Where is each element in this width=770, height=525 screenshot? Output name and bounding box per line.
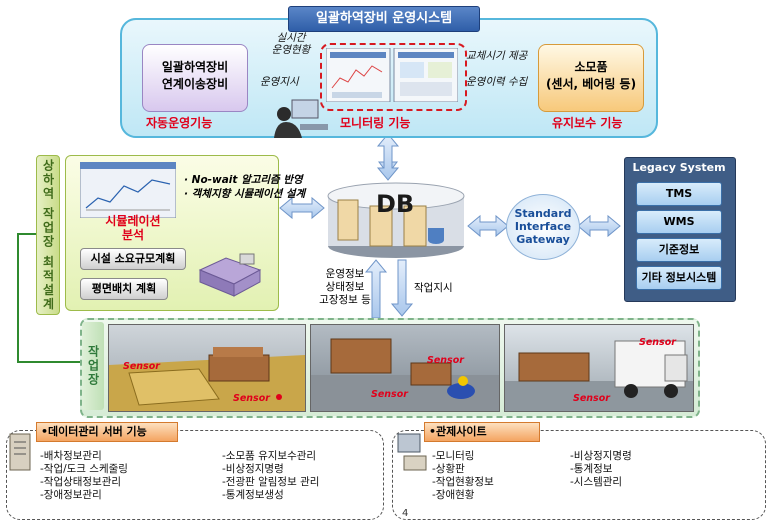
list-item: -비상정지명령: [222, 463, 284, 475]
gateway-ellipse: Standard Interface Gateway: [506, 194, 580, 260]
work-order-label: 작업지시: [414, 282, 453, 294]
list-item: -작업상태정보관리: [40, 476, 122, 488]
workplace-photo-3: Sensor Sensor: [504, 324, 694, 412]
list-item: -작업현황정보: [432, 476, 494, 488]
realtime-line2: 운영현황: [271, 44, 311, 56]
gateway-line1: Standard: [514, 207, 572, 220]
equipment-3d-icon: [198, 253, 262, 297]
db-info-text: 운영정보 상태정보 고장정보 등: [312, 268, 378, 307]
server-icon: [9, 433, 31, 471]
info-line2: 상태정보: [325, 281, 365, 293]
list-item: -상황판: [432, 463, 465, 475]
list-item: -시스템관리: [570, 476, 623, 488]
parts-box-line2: (센서, 베어링 등): [545, 77, 637, 91]
arrow-down-order: [390, 259, 414, 317]
server-list-2: -소모품 유지보수관리 -비상정지명령 -전광판 알림정보 관리 -통계정보생성: [222, 450, 319, 502]
arrow-label-history: 운영이력 수집: [466, 76, 528, 88]
control-header: •관제사이트: [424, 422, 540, 442]
arrow-gateway-legacy: [577, 214, 621, 238]
list-item: -통계정보: [570, 463, 613, 475]
monitor-screens: [326, 48, 458, 102]
parts-box: 소모품 (센서, 베어링 등): [538, 44, 644, 112]
sim-line1: 시뮬레이션: [105, 214, 161, 228]
auto-equipment-box: 일괄하역장비 연계이송장비: [142, 44, 248, 112]
parts-box-line1: 소모품: [574, 60, 608, 74]
info-line1: 운영정보: [325, 268, 365, 280]
list-item: -통계정보생성: [222, 489, 284, 501]
gateway-line3: Gateway: [516, 233, 570, 246]
monitor-dashed-frame: [320, 43, 467, 111]
bullet1-rest: 알고리즘 반영: [237, 174, 303, 186]
monitor-label: 모니터링 기능: [340, 116, 411, 130]
page-title: 일괄하역장비 운영시스템: [288, 6, 480, 32]
info-line3: 고장정보 등: [319, 294, 371, 306]
operator-icon: [274, 99, 328, 138]
auto-box-line1: 일괄하역장비: [161, 60, 229, 74]
gateway-line2: Interface: [514, 220, 572, 233]
server-header: •데이터관리 서버 기능: [36, 422, 178, 442]
arrow-label-order: 운영지시: [260, 76, 299, 88]
sensor-label-1: Sensor: [123, 361, 160, 372]
legacy-item-master: 기준정보: [636, 238, 722, 262]
sensor-label-4: Sensor: [371, 389, 408, 400]
arrow-left-db: [279, 196, 325, 220]
realtime-line1: 실시간: [276, 32, 306, 44]
list-item: -전광판 알림정보 관리: [222, 476, 320, 488]
sensor-label-2: Sensor: [233, 393, 270, 404]
sensor-label-6: Sensor: [573, 393, 610, 404]
warehouse-render-1: [109, 347, 305, 411]
dock-truck-render: [505, 340, 693, 411]
list-item: -장애현황: [432, 489, 475, 501]
control-panel: [392, 430, 766, 520]
list-item: -장애정보관리: [40, 489, 102, 501]
arrow-label-replace: 교체시기 제공: [466, 50, 528, 62]
auto-label: 자동운영기능: [146, 116, 213, 130]
warehouse-render-2: [311, 338, 499, 411]
sensor-label-5: Sensor: [639, 337, 676, 348]
page-number: 4: [402, 508, 409, 519]
db-cylinder: [327, 182, 465, 258]
bullet1-prefix: ·: [184, 174, 192, 186]
green-connector: [17, 233, 80, 363]
list-item: -배차정보관리: [40, 450, 102, 462]
bullet-oop: · 객체지향 시뮬레이션 설계: [184, 188, 306, 200]
arrow-label-realtime: 실시간 운영현황: [266, 32, 316, 56]
workplace-label: 작업장: [82, 322, 104, 410]
sensor-label-3: Sensor: [427, 355, 464, 366]
workplace-photo-1: Sensor Sensor: [108, 324, 306, 412]
control-list-1: -모니터링 -상황판 -작업현황정보 -장애현황: [432, 450, 494, 502]
legacy-item-wms: WMS: [636, 210, 722, 234]
simulation-analysis: 시뮬레이션 분석: [98, 214, 168, 242]
workplace-photo-2: Sensor Sensor: [310, 324, 500, 412]
computer-icon: [397, 433, 427, 471]
db-label: DB: [376, 190, 415, 218]
arrow-db-gateway: [467, 214, 509, 238]
facility-plan-button: 시설 소요규모계획: [80, 248, 186, 270]
server-panel: [6, 430, 384, 520]
list-item: -모니터링: [432, 450, 475, 462]
layout-plan-button: 평면배치 계획: [80, 278, 168, 300]
maint-label: 유지보수 기능: [552, 116, 623, 130]
optimal-design-label: 상하역 작업장 최적설계: [36, 155, 60, 315]
legacy-item-tms: TMS: [636, 182, 722, 206]
list-item: -소모품 유지보수관리: [222, 450, 317, 462]
legacy-item-other: 기타 정보시스템: [636, 266, 722, 290]
auto-box-line2: 연계이송장비: [161, 77, 229, 91]
list-item: -작업/도크 스케줄링: [40, 463, 128, 475]
control-list-2: -비상정지명령 -통계정보 -시스템관리: [570, 450, 632, 489]
legacy-title: Legacy System: [632, 161, 726, 174]
server-list-1: -배차정보관리 -작업/도크 스케줄링 -작업상태정보관리 -장애정보관리: [40, 450, 128, 502]
bullet-nowait: · No-wait 알고리즘 반영: [184, 172, 303, 187]
simulation-screenshot: [80, 162, 176, 218]
list-item: -비상정지명령: [570, 450, 632, 462]
arrow-up-info: [364, 259, 388, 319]
bullet1-em: No-wait: [191, 174, 238, 186]
sim-line2: 분석: [121, 228, 145, 242]
